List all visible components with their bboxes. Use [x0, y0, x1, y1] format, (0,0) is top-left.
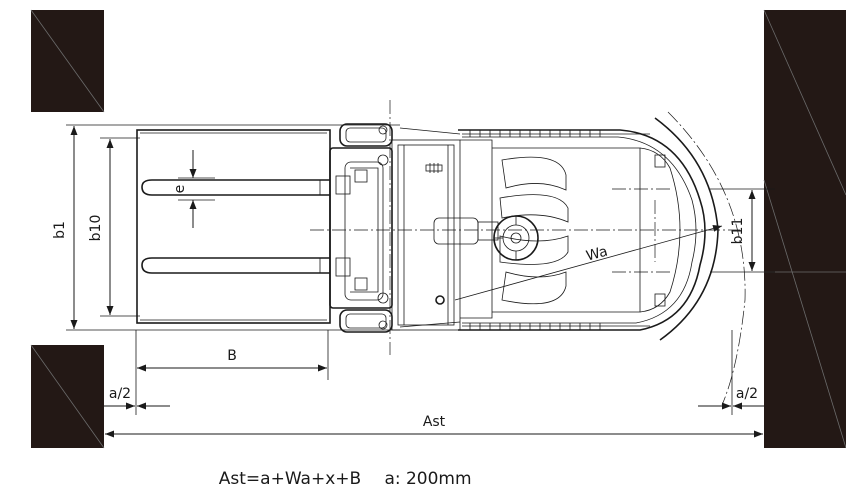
- label-a-half-left: a/2: [109, 386, 131, 402]
- mast-carriage: [329, 139, 461, 331]
- label-wa: Wa: [584, 244, 609, 265]
- block-top-left: [30, 9, 105, 113]
- block-bottom-left: [30, 344, 105, 449]
- block-right: [763, 9, 846, 449]
- seat: [499, 156, 569, 305]
- label-B: B: [227, 348, 237, 364]
- label-e: e: [172, 185, 188, 194]
- pallet-load: [136, 129, 331, 324]
- label-b10: b10: [88, 215, 104, 242]
- forks: [141, 179, 331, 274]
- extension-lines: [66, 124, 775, 415]
- truck-body: [458, 117, 719, 341]
- label-b1: b1: [52, 221, 68, 239]
- label-a-half-right: a/2: [736, 386, 758, 402]
- label-ast: Ast: [423, 414, 446, 430]
- counterweight-ribs: [462, 130, 650, 330]
- label-b11: b11: [730, 218, 746, 245]
- formula-equation: Ast=a+Wa+x+B: [219, 469, 361, 489]
- front-wheels: [339, 123, 461, 333]
- turning-radius: [454, 111, 746, 406]
- formula-a-value: a: 200mm: [384, 469, 471, 489]
- dimension-lines: [70, 126, 764, 438]
- steering-wheel-icon: [493, 215, 539, 261]
- operator-controls: [425, 163, 499, 305]
- center-lines: [310, 100, 740, 355]
